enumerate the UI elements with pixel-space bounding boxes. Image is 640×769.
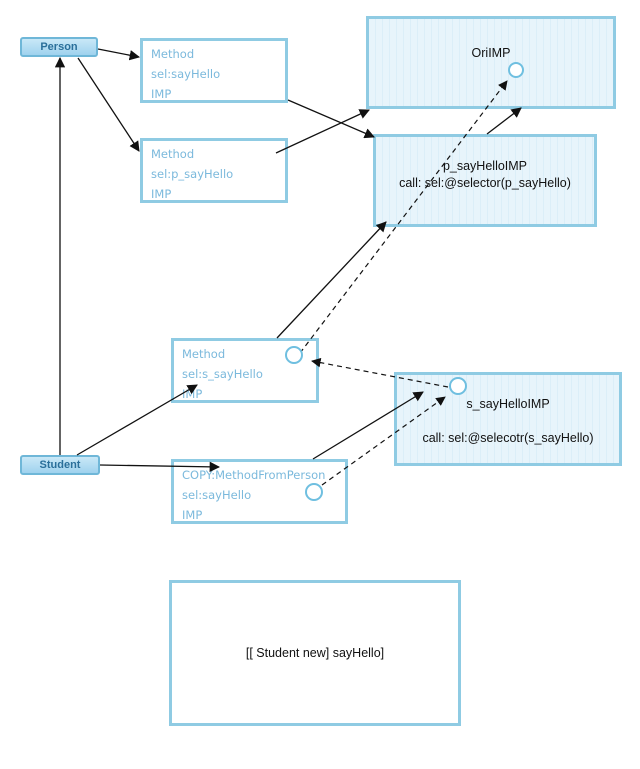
arrow-s-method-to-p-imp (276, 221, 387, 339)
ori-imp-anchor-circle (508, 62, 524, 78)
method-selector: sel:sayHello (151, 67, 221, 81)
method-selector: sel:s_sayHello (182, 367, 263, 381)
method-imp: IMP (182, 508, 203, 522)
arrow-person-to-method (97, 48, 141, 61)
arrow-method-imp-to-p-imp (287, 99, 375, 139)
s-method-anchor-circle (285, 346, 303, 364)
method-copy-box: COPY:MethodFromPerson sel:sayHello IMP (171, 459, 348, 524)
dashed-arrow-s-method-to-ori-imp (299, 80, 508, 354)
method-selector: sel:sayHello (182, 488, 252, 502)
s-imp-anchor-circle (449, 377, 467, 395)
method-p-sayhello-box: Method sel:p_sayHello IMP (140, 138, 288, 203)
ori-imp-box: OriIMP (366, 16, 616, 109)
dashed-arrow-copy-to-s-imp (321, 396, 446, 486)
method-imp: IMP (151, 187, 172, 201)
p-imp-title: p_sayHelloIMP (442, 159, 528, 173)
person-class-node: Person (20, 37, 98, 57)
arrow-p-method-imp-to-ori-imp (275, 109, 370, 154)
p-sayhello-imp-box: p_sayHelloIMP call: sel:@selector(p_sayH… (373, 134, 597, 227)
copy-method-anchor-circle (305, 483, 323, 501)
arrow-student-to-s-method (76, 384, 198, 456)
method-title: Method (182, 347, 226, 361)
dashed-arrow-s-imp-to-s-method (311, 357, 449, 388)
method-sayhello-box: Method sel:sayHello IMP (140, 38, 288, 103)
student-class-node: Student (20, 455, 100, 475)
call-expression-box: [[ Student new] sayHello] (169, 580, 461, 726)
s-imp-title: s_sayHelloIMP (466, 397, 550, 411)
ori-imp-label: OriIMP (471, 46, 511, 60)
arrow-person-to-p-method (77, 57, 140, 152)
s-imp-call: call: sel:@selecotr(s_sayHello) (422, 431, 594, 445)
method-selector: sel:p_sayHello (151, 167, 234, 181)
p-imp-call: call: sel:@selector(p_sayHello) (399, 176, 571, 190)
arrow-student-to-copy-method (99, 461, 221, 473)
student-label: Student (39, 459, 81, 471)
arrow-p-imp-to-ori-imp (486, 107, 522, 135)
arrow-copy-method-to-s-imp (312, 391, 424, 460)
call-expression-text: [[ Student new] sayHello] (245, 646, 385, 660)
s-sayhello-imp-box: s_sayHelloIMP call: sel:@selecotr(s_sayH… (394, 372, 622, 466)
method-imp: IMP (151, 87, 172, 101)
person-label: Person (40, 41, 78, 53)
method-title: Method (151, 147, 195, 161)
method-title: Method (151, 47, 195, 61)
